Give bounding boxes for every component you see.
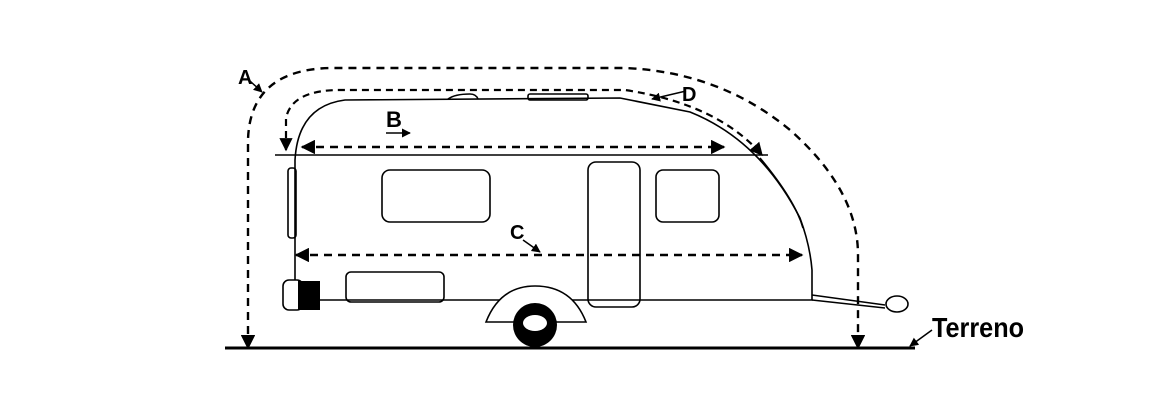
locker-hatch: [345, 271, 445, 303]
dimension-c-pointer: [522, 239, 541, 253]
dimension-a-line: [240, 66, 866, 350]
label-a: A: [238, 67, 252, 89]
ground-pointer: [909, 329, 933, 347]
rear-window: [655, 169, 720, 223]
label-c: C: [510, 222, 524, 244]
door: [587, 161, 641, 308]
front-window: [381, 169, 491, 223]
caravan-body: [275, 93, 813, 301]
label-d: D: [682, 84, 696, 106]
dimension-d-pointer: [651, 90, 687, 102]
drawbar: [811, 294, 886, 309]
dimension-a-pointer: [249, 80, 263, 93]
rear-lamp: [298, 281, 320, 310]
hitch-head: [885, 295, 909, 313]
label-ground: Terreno: [932, 312, 1024, 343]
wheel-hub: [523, 315, 547, 331]
label-b: B: [386, 107, 402, 132]
dimension-d-line: [279, 88, 763, 156]
